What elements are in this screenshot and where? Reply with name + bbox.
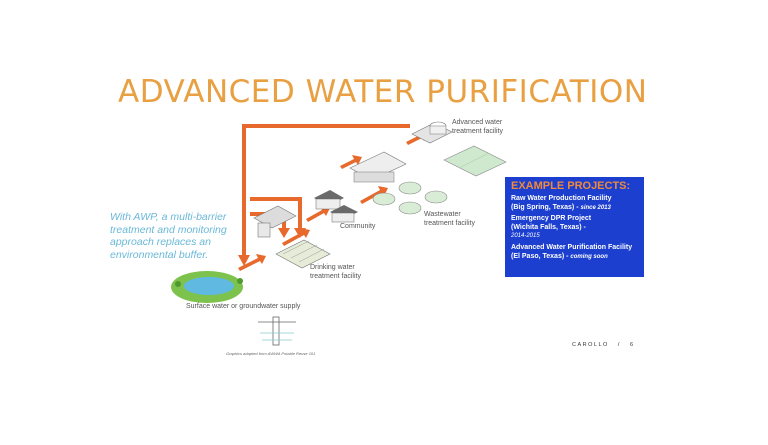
flow-arrow-4 xyxy=(360,186,388,204)
footer: CAROLLO / 6 xyxy=(572,342,635,348)
project-name: Raw Water Production Facility xyxy=(511,195,612,202)
awp-note: With AWP, a multi-barrier treatment and … xyxy=(110,211,260,261)
awp-note-line: approach replaces an xyxy=(110,236,211,248)
flow-arrow-1 xyxy=(238,254,266,271)
footer-separator: / xyxy=(617,342,621,348)
project-location: (Wichita Falls, Texas) - xyxy=(511,223,586,231)
awp-note-line: environmental buffer. xyxy=(110,248,209,261)
project-date: since 2013 xyxy=(580,204,611,211)
flow-arrows xyxy=(238,131,428,271)
project-item: Raw Water Production Facility (Big Sprin… xyxy=(511,195,638,212)
project-name: Advanced Water Purification Facility xyxy=(511,243,633,251)
pond-icon xyxy=(171,271,243,303)
project-name: Emergency DPR Project xyxy=(511,215,592,223)
project-date: 2014-2015 xyxy=(511,233,540,240)
example-projects-heading: EXAMPLE PROJECTS: xyxy=(511,180,631,192)
community-icon xyxy=(314,190,358,223)
graphics-credit: Graphics adapted from AWWA Potable Reuse… xyxy=(226,351,316,356)
drinking-water-label-line2: treatment facility xyxy=(310,273,361,280)
wastewater-label-line1: Wastewater xyxy=(424,211,461,218)
community-label: Community xyxy=(340,223,376,230)
pipe-arrowhead-1 xyxy=(238,255,250,266)
well-icon xyxy=(258,316,296,346)
project-location: (El Paso, Texas) - coming soon xyxy=(511,253,638,262)
page-number: 6 xyxy=(630,342,635,348)
advanced-facility-label-line1: Advanced water xyxy=(452,119,503,126)
wastewater-label-line2: treatment facility xyxy=(424,220,475,227)
flow-arrow-3 xyxy=(306,206,330,222)
wastewater-label: Wastewater treatment facility xyxy=(424,210,475,228)
project-item: Advanced Water Purification Facility (El… xyxy=(511,244,638,261)
project-item: Emergency DPR Project (Wichita Falls, Te… xyxy=(511,215,638,241)
page-title: ADVANCED WATER PURIFICATION xyxy=(118,74,648,110)
awp-note-line: With AWP, a multi-barrier xyxy=(110,211,227,223)
advanced-facility-icon xyxy=(411,121,507,177)
example-projects-box: EXAMPLE PROJECTS: Raw Water Production F… xyxy=(505,177,644,277)
project-date: coming soon xyxy=(570,253,608,260)
drinking-plant-icon xyxy=(253,205,331,269)
advanced-facility-label-line2: treatment facility xyxy=(452,128,503,135)
flow-arrow-2 xyxy=(282,228,310,246)
awp-note-line: treatment and monitoring xyxy=(110,223,227,236)
drinking-water-label: Drinking water treatment facility xyxy=(310,263,361,281)
pipe-arrowhead-3 xyxy=(278,228,290,238)
project-location: (Big Spring, Texas) - since 2013 xyxy=(511,204,638,213)
project-location-text: (Big Spring, Texas) - xyxy=(511,203,579,211)
project-location-text: (El Paso, Texas) - xyxy=(511,252,569,260)
flow-arrow-5 xyxy=(340,155,362,169)
wastewater-plant-icon xyxy=(349,151,448,215)
footer-brand: CAROLLO xyxy=(572,342,609,348)
advanced-facility-label: Advanced water treatment facility xyxy=(452,118,503,136)
surface-water-label: Surface water or groundwater supply xyxy=(186,303,301,310)
drinking-water-label-line1: Drinking water xyxy=(310,264,355,271)
